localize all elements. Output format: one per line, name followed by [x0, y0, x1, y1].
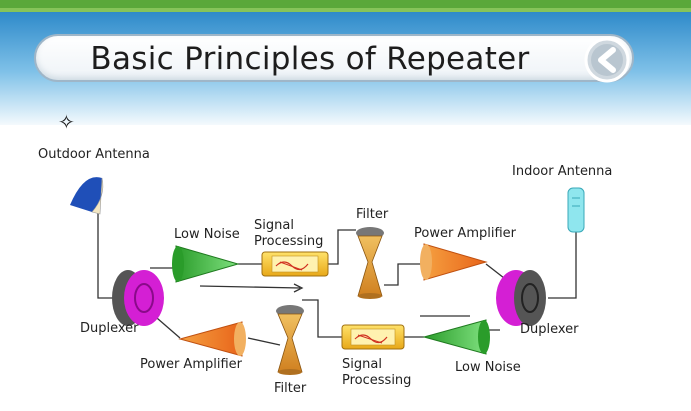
duplexer-right	[496, 270, 546, 326]
outdoor-antenna	[70, 177, 104, 215]
title-bar: Basic Principles of Repeater	[34, 34, 634, 82]
label-outdoor-antenna: Outdoor Antenna	[38, 147, 150, 162]
duplexer-left	[112, 270, 164, 326]
signal-processing-top	[261, 251, 329, 277]
label-power-amplifier-bottom: Power Amplifier	[140, 357, 243, 372]
filter-bottom	[276, 305, 304, 375]
four-point-star-icon: ✧	[58, 112, 75, 134]
label-signal-processing-bottom: Signal Processing	[342, 357, 412, 388]
low-noise-amplifier-bottom	[422, 319, 490, 355]
power-amplifier-bottom	[178, 321, 246, 357]
label-filter-top: Filter	[356, 207, 389, 222]
filter-top	[356, 227, 384, 299]
label-power-amplifier-top: Power Amplifier	[414, 226, 517, 241]
label-signal-processing-top: Signal Processing	[254, 218, 324, 249]
label-low-noise-bottom: Low Noise	[455, 360, 521, 375]
label-filter-bottom: Filter	[274, 381, 307, 396]
back-arrow-icon[interactable]	[582, 36, 632, 84]
label-duplexer-left: Duplexer	[80, 321, 139, 336]
power-amplifier-top	[420, 243, 488, 281]
label-duplexer-right: Duplexer	[520, 322, 579, 337]
low-noise-amplifier-top	[172, 245, 240, 283]
label-low-noise-top: Low Noise	[174, 227, 240, 242]
slide-title: Basic Principles of Repeater	[90, 41, 530, 77]
indoor-antenna	[567, 187, 585, 233]
signal-processing-bottom	[341, 324, 405, 350]
label-indoor-antenna: Indoor Antenna	[512, 164, 613, 179]
